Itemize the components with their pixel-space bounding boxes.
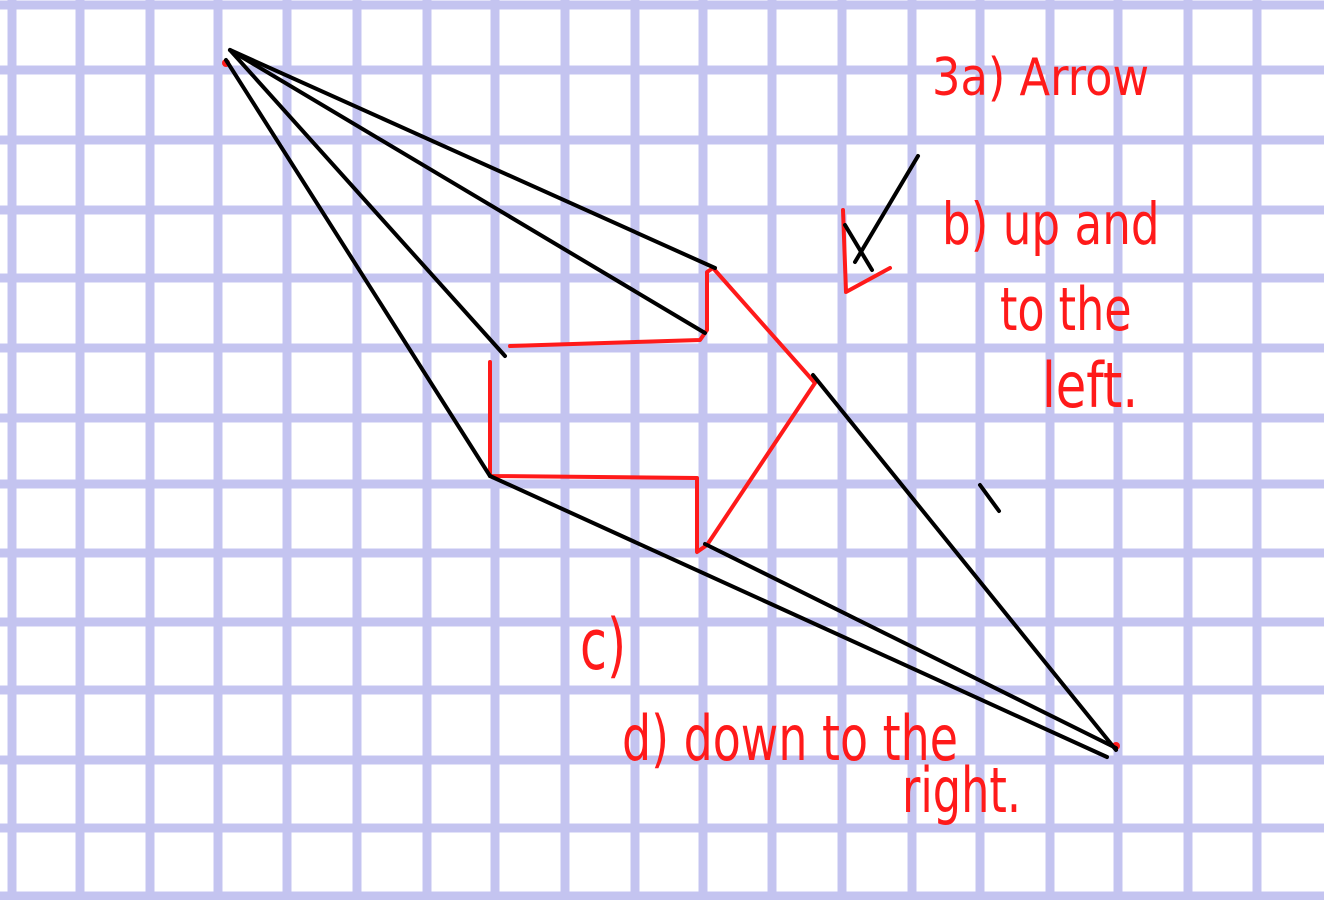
red-arrow-outline bbox=[488, 266, 817, 554]
red-checkmark bbox=[841, 208, 892, 294]
label-part-d-line2: right. bbox=[902, 754, 1022, 827]
label-part-c: c) bbox=[580, 604, 627, 686]
black-projection-lines bbox=[224, 48, 1118, 759]
checkmark-short-stroke bbox=[843, 223, 874, 272]
label-part-a: 3a) Arrow bbox=[932, 48, 1150, 108]
ray-to-left-bottom bbox=[224, 58, 492, 478]
ray-right-point-to-end bbox=[811, 373, 1118, 752]
label-part-d-line1: d) down to the bbox=[622, 702, 958, 775]
ray-bottom-left-to-end bbox=[488, 474, 1109, 759]
ray-to-inner-corner bbox=[228, 48, 707, 335]
ray-bottom-tip-to-end bbox=[703, 542, 1118, 750]
label-part-b-line3: left. bbox=[1042, 349, 1139, 422]
label-part-b-line2: to the bbox=[1000, 275, 1132, 345]
ray-to-left-top bbox=[228, 48, 507, 358]
label-part-b-line1: b) up and bbox=[942, 190, 1160, 258]
stray-mark bbox=[978, 483, 1001, 513]
ray-to-top-corner bbox=[228, 48, 717, 270]
checkmark-long-stroke bbox=[853, 154, 920, 264]
